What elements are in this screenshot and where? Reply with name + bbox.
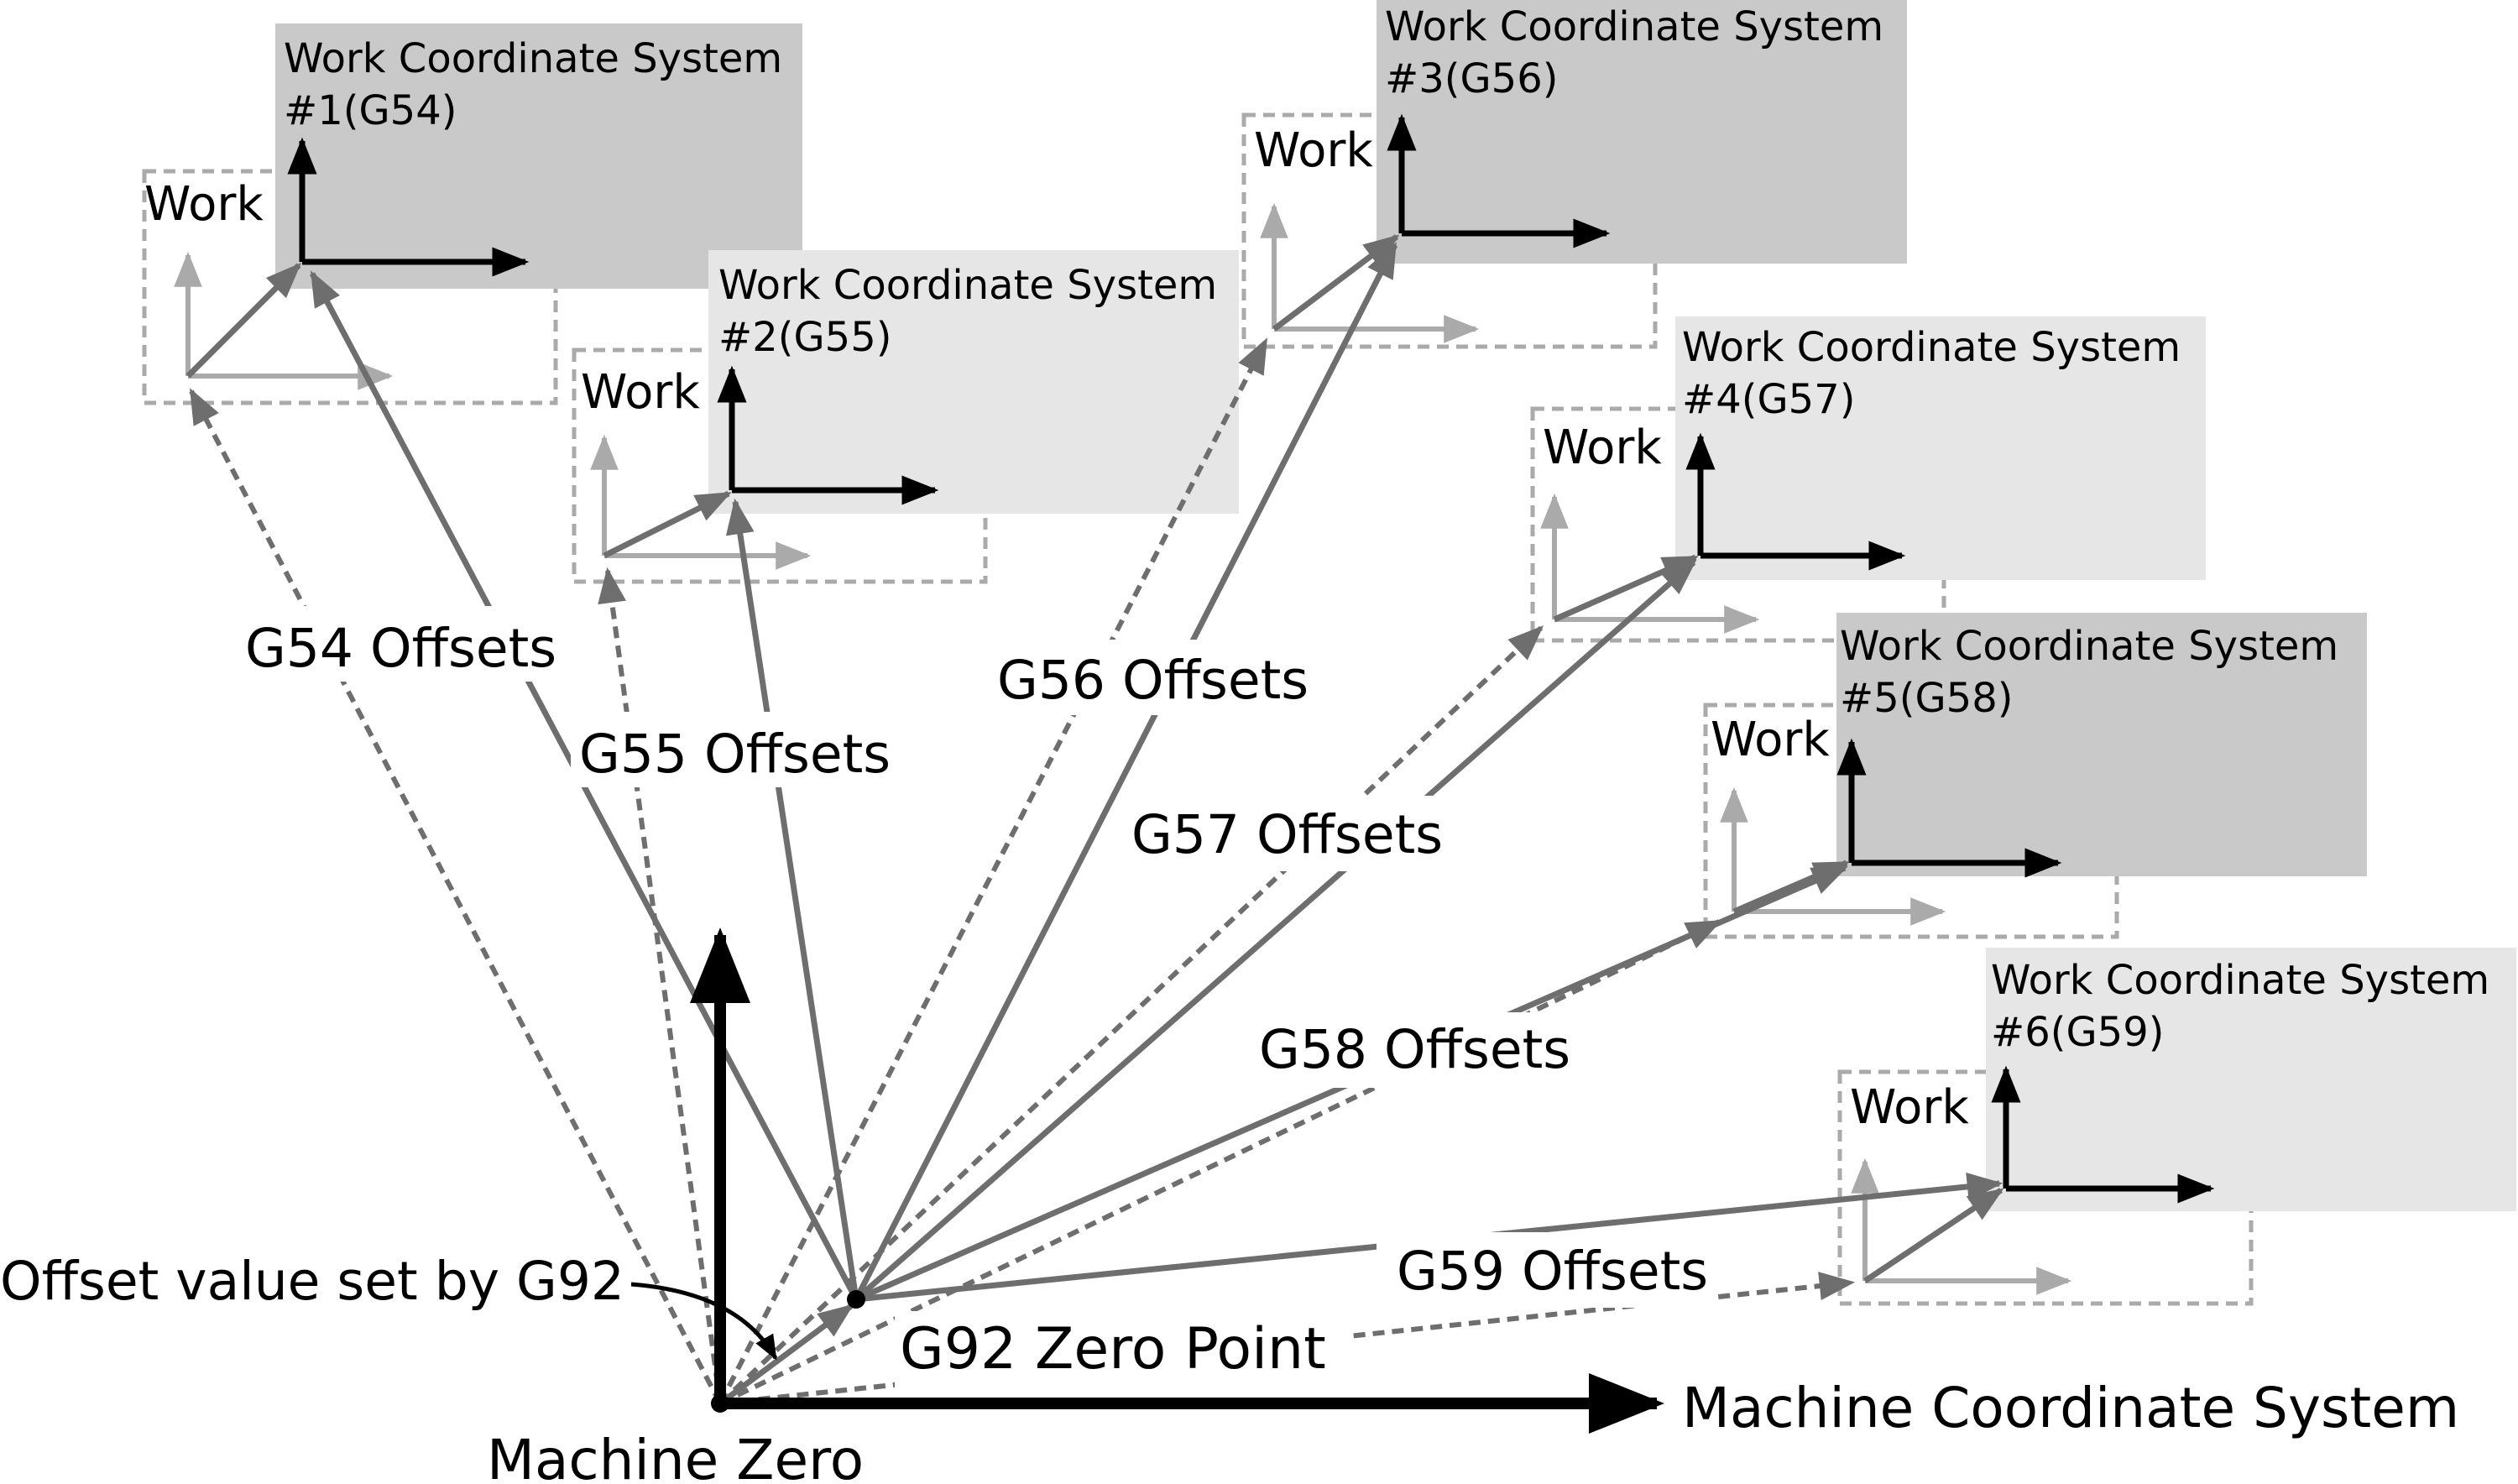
g92-zero-point-label: G92 Zero Point [900, 1316, 1326, 1382]
wcs-box-4 [1675, 316, 2206, 580]
g58-offsets-label: G58 Offsets [1259, 1019, 1570, 1080]
wcs-box-6 [1986, 948, 2516, 1211]
wcs-5-number: #5(G58) [1840, 675, 2013, 722]
wcs-6-number: #6(G59) [1991, 1009, 2164, 1056]
wcs-2-title: Work Coordinate System [718, 262, 1217, 309]
work-label-4: Work [1543, 421, 1662, 475]
wcs-titles: Work Coordinate System #1(G54) Work Coor… [284, 3, 2489, 1056]
g92-offset-value-label: Offset value set by G92 [0, 1251, 624, 1312]
wcs-1-title: Work Coordinate System [284, 35, 782, 82]
wcs-1-number: #1(G54) [284, 87, 457, 134]
machine-coordinate-system-label: Machine Coordinate System [1682, 1376, 2459, 1440]
g57-offsets-label: G57 Offsets [1131, 804, 1443, 865]
wcs-4-number: #4(G57) [1682, 376, 1855, 423]
wcs-4-title: Work Coordinate System [1682, 324, 2181, 371]
g54-offsets-label: G54 Offsets [245, 618, 556, 679]
work-label-2: Work [581, 365, 700, 420]
work-label-5: Work [1711, 713, 1830, 767]
wcs-box-2 [708, 250, 1239, 514]
wcs-5-title: Work Coordinate System [1840, 623, 2338, 670]
wcs-6-title: Work Coordinate System [1991, 957, 2489, 1004]
g56-offsets-label: G56 Offsets [997, 650, 1309, 711]
wcs-axes [287, 113, 2215, 1204]
offset-label-backgrounds [0, 606, 1712, 1392]
wcs-2-number: #2(G55) [718, 314, 891, 361]
wcs-3-title: Work Coordinate System [1385, 3, 1883, 50]
offset-labels: G54 Offsets G55 Offsets G56 Offsets G57 … [245, 618, 1708, 1302]
work-labels: Work Work Work Work Work Work [144, 123, 1969, 1135]
work-ghost-axes [174, 202, 2072, 1295]
machine-zero-dot [711, 1394, 729, 1413]
g92-zero-point-dot [847, 1290, 865, 1309]
work-label-1: Work [144, 177, 264, 232]
wcs-boxes [275, 0, 2516, 1211]
wcs-3-number: #3(G56) [1385, 55, 1558, 102]
work-label-3: Work [1254, 123, 1373, 178]
g59-offsets-label: G59 Offsets [1397, 1241, 1708, 1302]
machine-axes [690, 928, 1664, 1434]
g55-offsets-label: G55 Offsets [579, 724, 891, 785]
work-to-wcs-arrows [185, 234, 2004, 1283]
work-label-6: Work [1850, 1080, 1969, 1135]
wcs-box-3 [1377, 0, 1907, 264]
machine-zero-label: Machine Zero [487, 1428, 864, 1484]
g92-note-pointer [630, 1282, 778, 1361]
wcs-box-5 [1836, 613, 2367, 876]
wcs-box-1 [275, 24, 802, 289]
